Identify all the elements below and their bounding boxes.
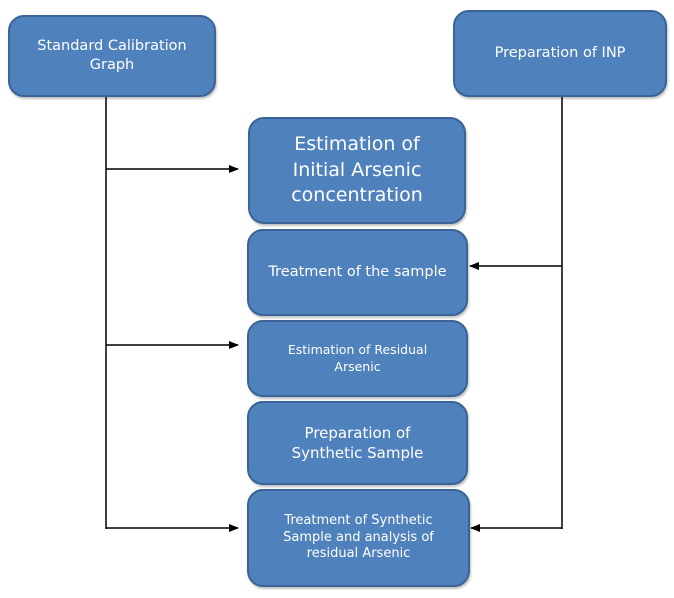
node-label: Estimation of Residual Arsenic [287,342,428,374]
node-preparation-synthetic-sample: Preparation of Synthetic Sample [247,401,468,485]
node-label: Standard Calibration Graph [37,38,187,73]
node-treatment-of-sample: Treatment of the sample [247,229,468,316]
node-label: Treatment of the sample [268,264,447,281]
node-estimation-initial-arsenic: Estimation of Initial Arsenic concentrat… [248,117,466,224]
node-preparation-of-inp: Preparation of INP [453,10,667,97]
node-estimation-residual-arsenic: Estimation of Residual Arsenic [247,320,468,397]
node-label: Preparation of INP [494,45,626,62]
node-label: Preparation of Synthetic Sample [291,423,424,462]
node-label: Treatment of Synthetic Sample and analys… [283,512,434,562]
node-label: Estimation of Initial Arsenic concentrat… [291,133,423,207]
node-treatment-synthetic-sample: Treatment of Synthetic Sample and analys… [247,489,470,587]
node-standard-calibration-graph: Standard Calibration Graph [8,15,216,97]
